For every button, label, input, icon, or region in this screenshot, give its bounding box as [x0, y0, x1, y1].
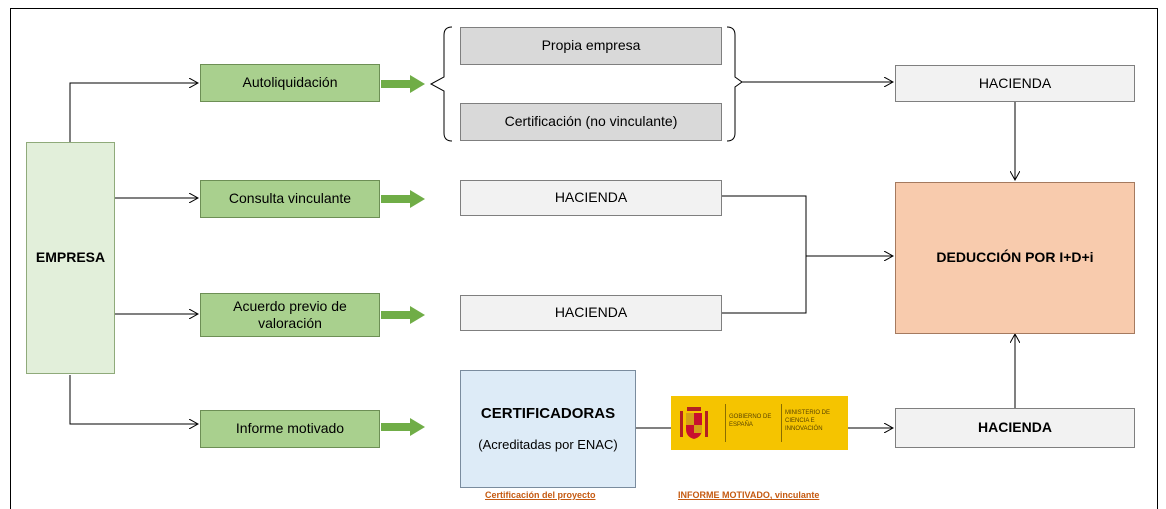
ministry-logo: GOBIERNO DE ESPAÑA MINISTERIO DE CIENCIA… — [671, 396, 848, 450]
logo-divider-2 — [781, 404, 782, 442]
connector-empresa-informe — [69, 375, 198, 424]
deduccion-box: DEDUCCIÓN POR I+D+i — [895, 182, 1135, 334]
autoliquidacion-box: Autoliquidación — [200, 64, 380, 102]
coat-of-arms-icon — [680, 407, 708, 439]
green-arrow-acuerdo — [381, 306, 425, 324]
hacienda-box-bottom: HACIENDA — [895, 408, 1135, 448]
empresa-box: EMPRESA — [26, 142, 115, 374]
certificadoras-title: CERTIFICADORAS — [480, 404, 616, 422]
connector-empresa-autoliquidacion — [69, 83, 198, 142]
hacienda-box-consulta: HACIENDA — [460, 180, 722, 216]
green-arrow-group — [381, 75, 425, 436]
ministerio-text: MINISTERIO DE CIENCIA E INNOVACIÓN — [785, 410, 831, 432]
connector-hacienda-acuerdo-merge — [721, 256, 807, 314]
informe-motivado-box: Informe motivado — [200, 410, 380, 448]
gobierno-text: GOBIERNO DE ESPAÑA — [729, 414, 772, 428]
caption-certificacion-proyecto: Certificación del proyecto — [485, 490, 596, 500]
logo-divider-1 — [725, 404, 726, 442]
certificadoras-box: CERTIFICADORAS (Acreditadas por ENAC) — [460, 370, 636, 488]
certificadoras-subtitle: (Acreditadas por ENAC) — [478, 437, 618, 453]
certificacion-no-vinculante-box: Certificación (no vinculante) — [460, 103, 722, 141]
green-arrow-consulta — [381, 190, 425, 208]
hacienda-box-top: HACIENDA — [895, 65, 1135, 102]
right-bracket — [726, 26, 743, 142]
green-arrow-autoliquidacion — [381, 75, 425, 93]
left-bracket — [429, 26, 453, 142]
acuerdo-previo-box: Acuerdo previo de valoración — [200, 293, 380, 337]
hacienda-box-acuerdo: HACIENDA — [460, 295, 722, 331]
propia-empresa-box: Propia empresa — [460, 27, 722, 65]
diagram-frame — [10, 8, 1158, 509]
consulta-vinculante-box: Consulta vinculante — [200, 180, 380, 218]
connector-hacienda-consulta-merge — [721, 195, 807, 256]
green-arrow-informe — [381, 418, 425, 436]
caption-informe-motivado: INFORME MOTIVADO, vinculante — [678, 490, 820, 500]
